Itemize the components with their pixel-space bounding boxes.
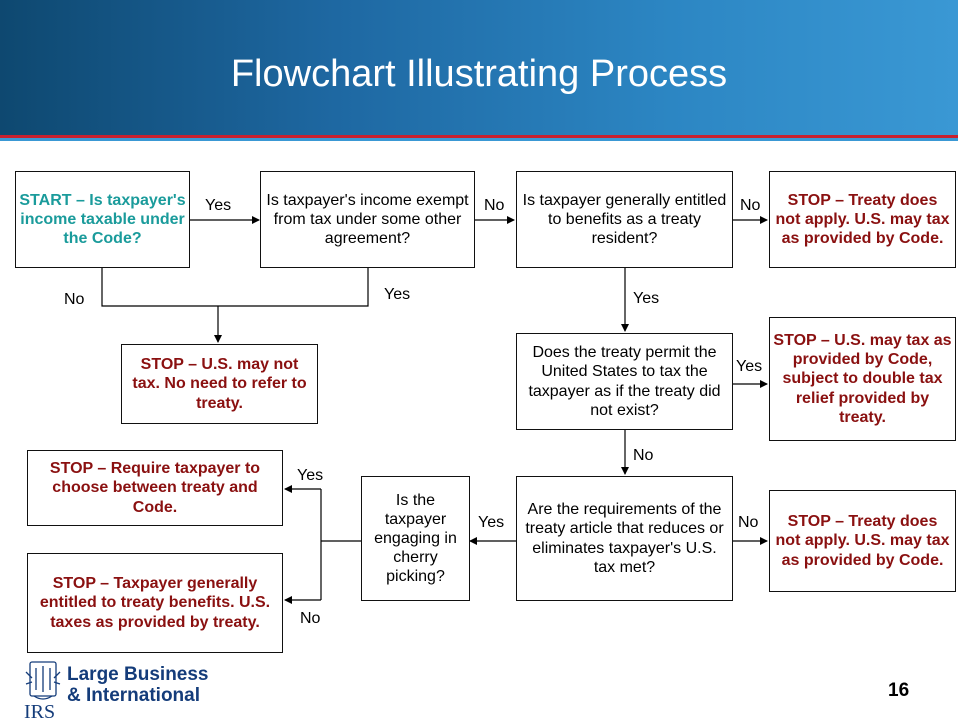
line-merge-stop-no-tax [101, 268, 369, 307]
stop-tax-with-double-tax-relief: STOP – U.S. may tax as provided by Code,… [769, 317, 956, 441]
irs-eagle-logo-icon: IRS [24, 661, 61, 722]
footer-logo-text: Large Business & International [67, 664, 209, 706]
edge-label-no: No [64, 291, 85, 308]
stop-entitled-treaty-benefits: STOP – Taxpayer generally entitled to tr… [27, 553, 283, 653]
page-number: 16 [888, 680, 910, 701]
edge-label-yes: Yes [633, 290, 660, 307]
stop-treaty-does-not-apply-2: STOP – Treaty does not apply. U.S. may t… [769, 490, 956, 592]
edge-label-yes: Yes [736, 358, 763, 375]
header-divider-blue [0, 138, 958, 141]
edge-label-yes: Yes [205, 197, 232, 214]
irs-wordmark: IRS [24, 701, 55, 722]
title-banner [0, 0, 958, 135]
question-exempt-other-agreement: Is taxpayer's income exempt from tax und… [260, 171, 475, 268]
logo-line-1: Large Business [67, 664, 209, 685]
header-divider-red [0, 135, 958, 138]
edge-label-no: No [633, 447, 654, 464]
question-cherry-picking: Is the taxpayer engaging in cherry picki… [361, 476, 470, 601]
edge-label-yes: Yes [297, 467, 324, 484]
edge-label-no: No [738, 514, 759, 531]
edge-label-no: No [740, 197, 761, 214]
question-entitled-treaty-resident: Is taxpayer generally entitled to benefi… [516, 171, 733, 268]
slide-title: Flowchart Illustrating Process [230, 53, 728, 95]
stop-choose-treaty-or-code: STOP – Require taxpayer to choose betwee… [27, 450, 283, 526]
question-treaty-permit-us-tax: Does the treaty permit the United States… [516, 333, 733, 430]
edge-label-no: No [300, 610, 321, 627]
logo-line-2: & International [67, 685, 201, 706]
stop-us-may-not-tax: STOP – U.S. may not tax. No need to refe… [121, 344, 318, 424]
edge-label-yes: Yes [384, 286, 411, 303]
stop-treaty-does-not-apply-1: STOP – Treaty does not apply. U.S. may t… [769, 171, 956, 268]
edge-label-yes: Yes [478, 514, 505, 531]
edge-label-no: No [484, 197, 505, 214]
start-node: START – Is taxpayer's income taxable und… [15, 171, 190, 268]
question-article-requirements-met: Are the requirements of the treaty artic… [516, 476, 733, 601]
